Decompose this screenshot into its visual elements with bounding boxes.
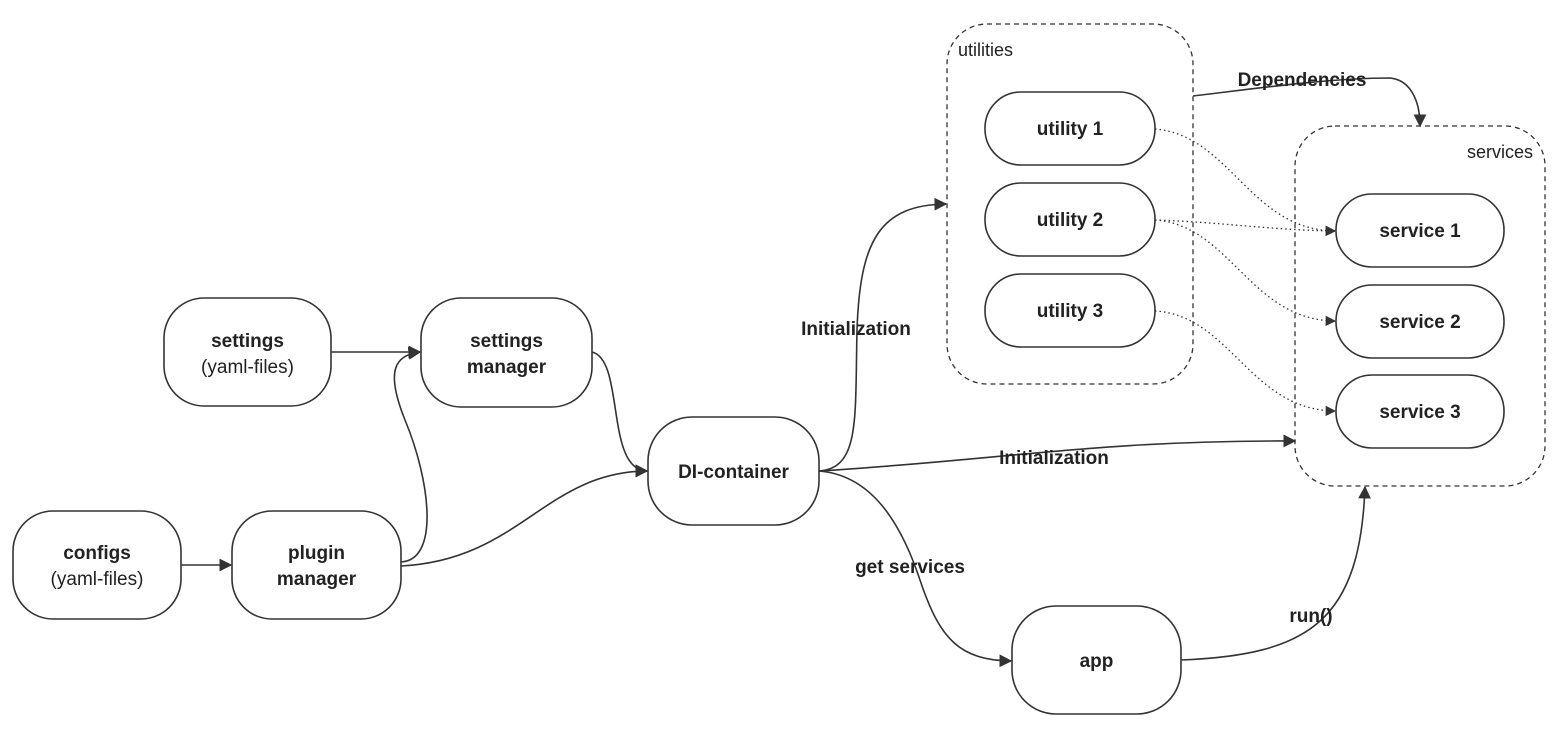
edge-di-container-to-app xyxy=(818,470,1013,668)
dep-utility1-to-service1 xyxy=(1154,128,1337,237)
node-app-label: app xyxy=(1080,651,1114,672)
dep-utility2-to-service2 xyxy=(1154,219,1337,327)
node-service-1-label: service 1 xyxy=(1379,221,1461,242)
edge-utilities-to-services-dependencies xyxy=(1192,77,1427,128)
edge-app-to-services xyxy=(1180,485,1371,661)
node-plugin-manager-line2: manager xyxy=(277,569,357,590)
edge-label-run: run() xyxy=(1289,606,1332,627)
node-service-2: service 2 xyxy=(1335,284,1505,359)
edge-label-initialization-services: Initialization xyxy=(999,448,1109,469)
node-settings-manager-line2: manager xyxy=(467,357,547,378)
node-settings: settings (yaml-files) xyxy=(163,297,332,407)
node-utility-2-label: utility 2 xyxy=(1037,210,1104,231)
edge-label-initialization-utilities: Initialization xyxy=(801,319,911,340)
node-configs: configs (yaml-files) xyxy=(12,510,182,620)
edge-di-container-to-utilities xyxy=(818,197,948,472)
dep-utility3-to-service3 xyxy=(1154,310,1337,417)
node-service-3: service 3 xyxy=(1335,374,1505,449)
edge-di-container-to-services xyxy=(818,434,1297,472)
node-di-container-label: DI-container xyxy=(678,462,789,483)
dep-utility2-to-service1 xyxy=(1154,219,1337,237)
utilities-group-label: utilities xyxy=(958,40,1013,60)
node-utility-3: utility 3 xyxy=(984,273,1156,348)
node-settings-subtitle: (yaml-files) xyxy=(201,357,294,378)
node-plugin-manager: plugin manager xyxy=(231,510,402,620)
node-utility-1: utility 1 xyxy=(984,91,1156,166)
node-service-2-label: service 2 xyxy=(1379,312,1460,333)
node-configs-subtitle: (yaml-files) xyxy=(51,569,144,590)
edge-settings-manager-to-di-container xyxy=(591,351,649,478)
node-utility-2: utility 2 xyxy=(984,182,1156,257)
node-utility-3-label: utility 3 xyxy=(1037,301,1104,322)
node-settings-manager: settings manager xyxy=(420,297,593,408)
edge-label-get-services: get services xyxy=(855,557,965,578)
node-service-3-label: service 3 xyxy=(1379,402,1460,423)
services-group-label: services xyxy=(1467,142,1533,162)
node-plugin-manager-line1: plugin xyxy=(288,543,345,564)
node-app: app xyxy=(1011,605,1182,715)
node-di-container: DI-container xyxy=(647,416,820,526)
node-utility-1-label: utility 1 xyxy=(1037,119,1104,140)
node-settings-manager-line1: settings xyxy=(470,331,543,352)
edge-plugin-manager-to-settings-manager xyxy=(393,347,428,563)
node-service-1: service 1 xyxy=(1335,193,1505,268)
node-settings-title: settings xyxy=(211,331,284,352)
edge-label-dependencies: Dependencies xyxy=(1238,70,1367,91)
edge-plugin-manager-to-di-container xyxy=(400,464,649,567)
node-configs-title: configs xyxy=(63,543,131,564)
